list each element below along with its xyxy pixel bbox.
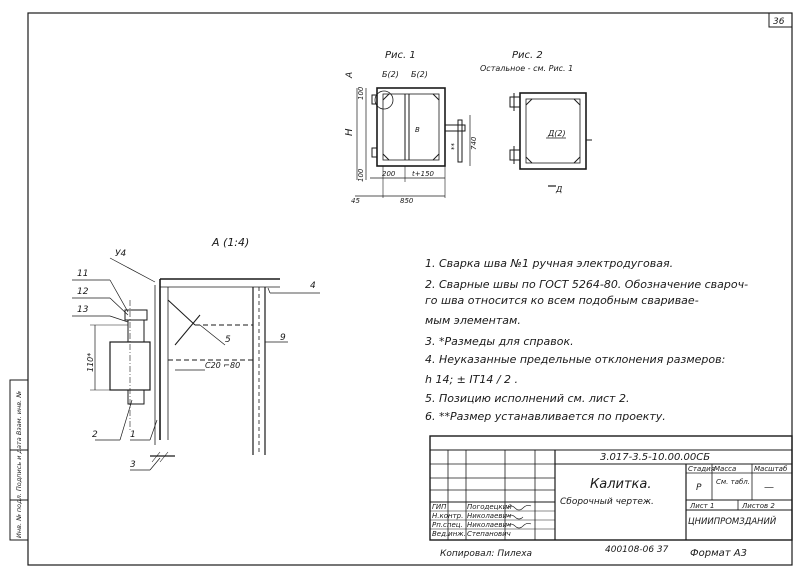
pos-4: 4 — [310, 281, 316, 291]
note-4-formula: h 14; ± IT14 / 2 . — [425, 373, 518, 386]
fig2-d2: Д(2) — [547, 129, 566, 138]
copied-by: Копировал: Пилеха — [440, 549, 532, 559]
fig1-h: Н — [344, 128, 355, 136]
note-6: 6. **Размер устанавливается по проекту. — [425, 410, 666, 423]
note-5: 5. Позицию исполнений см. лист 2. — [425, 392, 629, 405]
pos-13: 13 — [77, 305, 89, 315]
side-stamp — [9, 379, 29, 541]
header-mass: Масса — [714, 465, 736, 473]
header-scale: Масштаб — [754, 465, 788, 473]
signature-1 — [506, 505, 532, 511]
pos-11: 11 — [77, 269, 88, 279]
fig1-b-center: В — [415, 126, 420, 134]
pos-12: 12 — [77, 287, 89, 297]
fig1-view-a: А — [345, 72, 355, 79]
header-stage: Стадия — [688, 465, 715, 473]
notes-block: 1. Сварка шва №1 ручная электродуговая. … — [425, 257, 748, 423]
fig1-dim-100-bottom: 100 — [357, 168, 365, 182]
stage-value: Р — [696, 483, 702, 493]
note-3: 3. *Размеды для справок. — [425, 335, 574, 348]
footer-code: 400108-06 37 — [605, 545, 669, 555]
weld-y4: У4 — [115, 249, 126, 259]
drawing-title: Калитка. — [590, 477, 651, 492]
title-block: 3.017-3.5-10.00.00СБ Калитка. Сборочный … — [429, 435, 793, 541]
role-3: Рп.спец. — [432, 521, 463, 529]
fig1-title: Рис. 1 — [385, 50, 416, 61]
fig1-dim-200: 200 — [382, 170, 396, 178]
pos-2: 2 — [92, 430, 98, 440]
fig1-dim-t150: t+150 — [412, 170, 435, 178]
pos-3: 3 — [130, 460, 136, 470]
weld-note: С20 ⌐80 — [205, 361, 240, 370]
sheet-value: Лист 1 — [689, 502, 714, 510]
mass-value: См. табл. — [716, 478, 750, 486]
signature-3 — [506, 523, 532, 529]
fig1-dim-850: 850 — [400, 197, 414, 205]
fig2-title: Рис. 2 — [512, 50, 543, 61]
pos-1: 1 — [130, 430, 136, 440]
fig1-b2-left: Б(2) — [382, 70, 399, 79]
dim-110: 110* — [86, 353, 95, 372]
name-2: Николаевич — [467, 512, 511, 520]
footer-format: Формат А3 — [690, 548, 747, 559]
fig1-dim-740: 740 — [470, 136, 478, 150]
name-4: Степанович — [467, 530, 511, 538]
fig2-subtitle: Остальное - см. Рис. 1 — [480, 64, 573, 73]
name-1: Погодецкий — [467, 503, 512, 511]
fig1-dim-100-top: 100 — [357, 86, 365, 100]
organization: ЦНИИПРОМЗДАНИЙ — [688, 515, 777, 527]
note-2-cont: го шва относится ко всем подобным сварив… — [425, 294, 699, 307]
scale-value: — — [764, 482, 774, 493]
note-2-end: мым элементам. — [425, 314, 521, 327]
drawing-subtitle: Сборочный чертеж. — [560, 497, 654, 507]
note-4: 4. Неуказанные предельные отклонения раз… — [425, 353, 725, 366]
pos-9: 9 — [280, 333, 286, 343]
figure-1: Рис. 1 А Б(2) Б(2) В 100 Н 100 740 ** — [344, 50, 478, 205]
doc-number: 3.017-3.5-10.00.00СБ — [600, 452, 710, 463]
name-3: Николаевич — [467, 521, 511, 529]
figure-2: Рис. 2 Остальное - см. Рис. 1 Д(2) Д — [480, 50, 592, 194]
pos-5: 5 — [225, 335, 231, 345]
page-number-box — [768, 12, 793, 28]
fig2-d-bottom: Д — [555, 185, 562, 194]
detail-view-a: А (1:4) 110* У4 — [72, 236, 320, 471]
note-2: 2. Сварные швы по ГОСТ 5264-80. Обозначе… — [425, 278, 748, 291]
signature-2 — [506, 514, 524, 520]
fig1-dim-45: 45 — [351, 197, 360, 205]
sheets-value: Листов 2 — [741, 502, 775, 510]
fig1-dim-asterisk: ** — [450, 143, 458, 151]
role-1: ГИП — [432, 503, 447, 511]
drawing-frame — [27, 12, 793, 566]
fig1-b2-right: Б(2) — [411, 70, 428, 79]
note-1: 1. Сварка шва №1 ручная электродуговая. — [425, 257, 673, 270]
page-number: 36 — [773, 17, 785, 27]
view-a-label: А (1:4) — [211, 236, 249, 249]
role-2: Н.контр. — [432, 512, 463, 520]
side-stamp-text: Инв. № подл. Подпись и дата Взам. инв. № — [15, 391, 23, 538]
role-4: Вед.инж. — [432, 530, 466, 538]
